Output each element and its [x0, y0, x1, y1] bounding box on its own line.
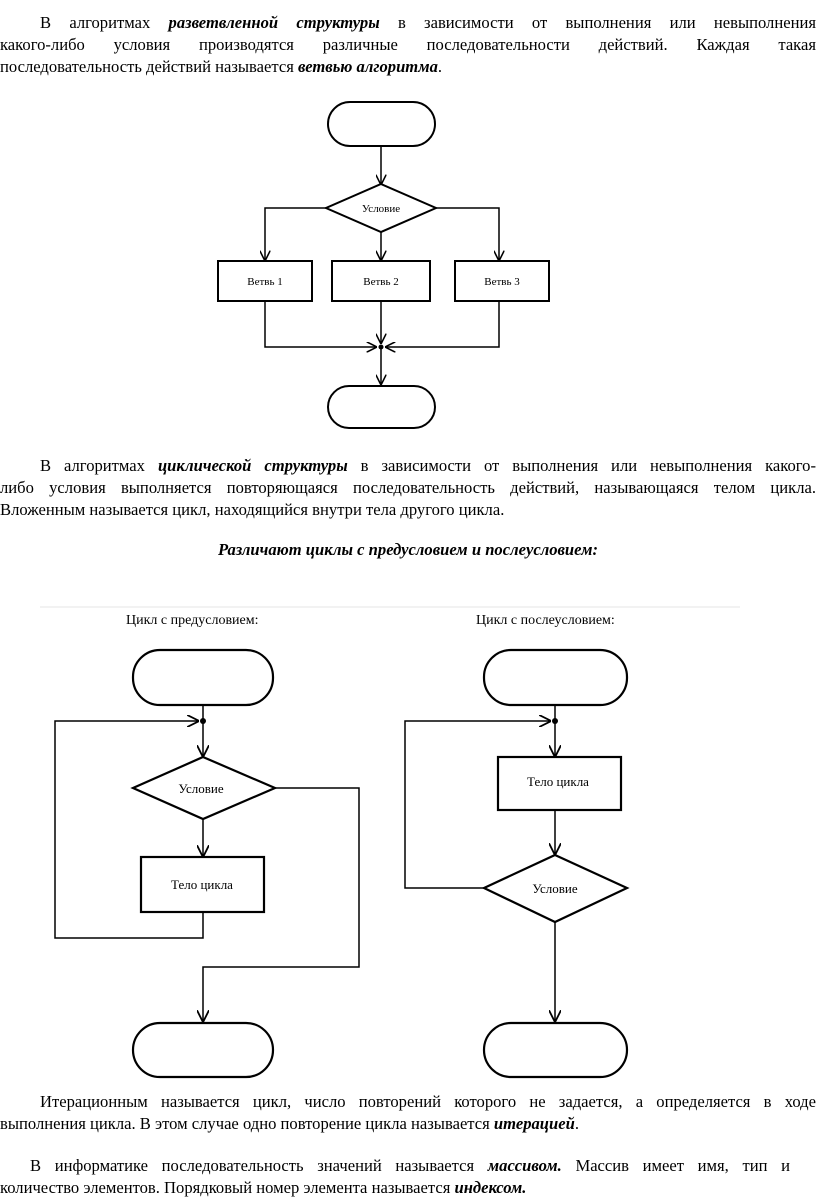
term-index: индексом. — [454, 1178, 527, 1197]
term-array: массивом. — [487, 1156, 562, 1175]
pre-junction-dot — [200, 718, 206, 724]
post-body-box — [496, 755, 623, 812]
pre-loop-title: Цикл с предусловием: — [126, 613, 259, 628]
text: Массив имеет имя, тип и — [575, 1156, 791, 1175]
pre-end-terminal — [131, 1021, 275, 1079]
text: Итерационным называется цикл, число повт… — [40, 1092, 816, 1111]
post-junction-dot — [552, 718, 558, 724]
post-end-terminal — [482, 1021, 629, 1079]
text: В алгоритмах — [40, 13, 151, 32]
text: . — [437, 57, 443, 76]
condition-label: Условие — [362, 203, 400, 215]
text: выполнения цикла. В этом случае одно пов… — [0, 1114, 490, 1133]
text: В информатике последовательность значени… — [30, 1156, 475, 1175]
term-branch: ветвью алгоритма — [298, 57, 438, 76]
paragraph-iteration: Итерационным называется цикл, число повт… — [0, 1091, 816, 1135]
text: в зависимости от выполнения или невыполн… — [397, 13, 816, 32]
text: количество элементов. Порядковый номер э… — [0, 1178, 451, 1197]
pre-condition-label: Условие — [178, 781, 223, 796]
paragraph-branching: В алгоритмах разветвленной структуры в з… — [0, 12, 816, 78]
paragraph-loops: В алгоритмах циклической структуры в зав… — [0, 455, 816, 521]
text: последовательность действий называется — [0, 57, 294, 76]
pre-start-terminal — [131, 648, 275, 707]
text: В алгоритмах — [40, 456, 145, 475]
branch-2-label: Ветвь 2 — [363, 276, 399, 288]
loop-flowcharts: Цикл с предусловием: Цикл с послеусловие… — [40, 606, 740, 1079]
loops-heading: Различают циклы с предусловием и послеус… — [218, 540, 598, 559]
post-loop-title: Цикл с послеусловием: — [476, 613, 615, 628]
branch-3-box — [454, 260, 550, 302]
text: в зависимости от выполнения или невыполн… — [360, 456, 816, 475]
text: какого-либо условия производятся различн… — [0, 35, 816, 54]
paragraph-array: В информатике последовательность значени… — [0, 1155, 790, 1199]
end-terminal — [327, 385, 436, 429]
term-iteration: итерацией — [493, 1114, 575, 1133]
branch-3-label: Ветвь 3 — [484, 276, 520, 288]
start-terminal — [327, 101, 436, 147]
branch-flowchart: Условие Ветвь 1 Ветвь 2 Ветвь 3 — [217, 101, 550, 429]
post-condition-label: Условие — [532, 881, 577, 896]
text: . — [574, 1114, 580, 1133]
term-cyclic-structure: циклической структуры — [157, 456, 348, 475]
pre-body-label: Тело цикла — [171, 877, 233, 892]
term-branching-structure: разветвленной структуры — [168, 13, 380, 32]
branch-1-label: Ветвь 1 — [247, 276, 283, 288]
post-body-label: Тело цикла — [527, 774, 589, 789]
junction-dot — [378, 344, 384, 350]
text: Вложенным называется цикл, находящийся в… — [0, 500, 505, 519]
text: либо условия выполняется повторяющаяся п… — [0, 478, 816, 497]
post-start-terminal — [482, 648, 629, 707]
